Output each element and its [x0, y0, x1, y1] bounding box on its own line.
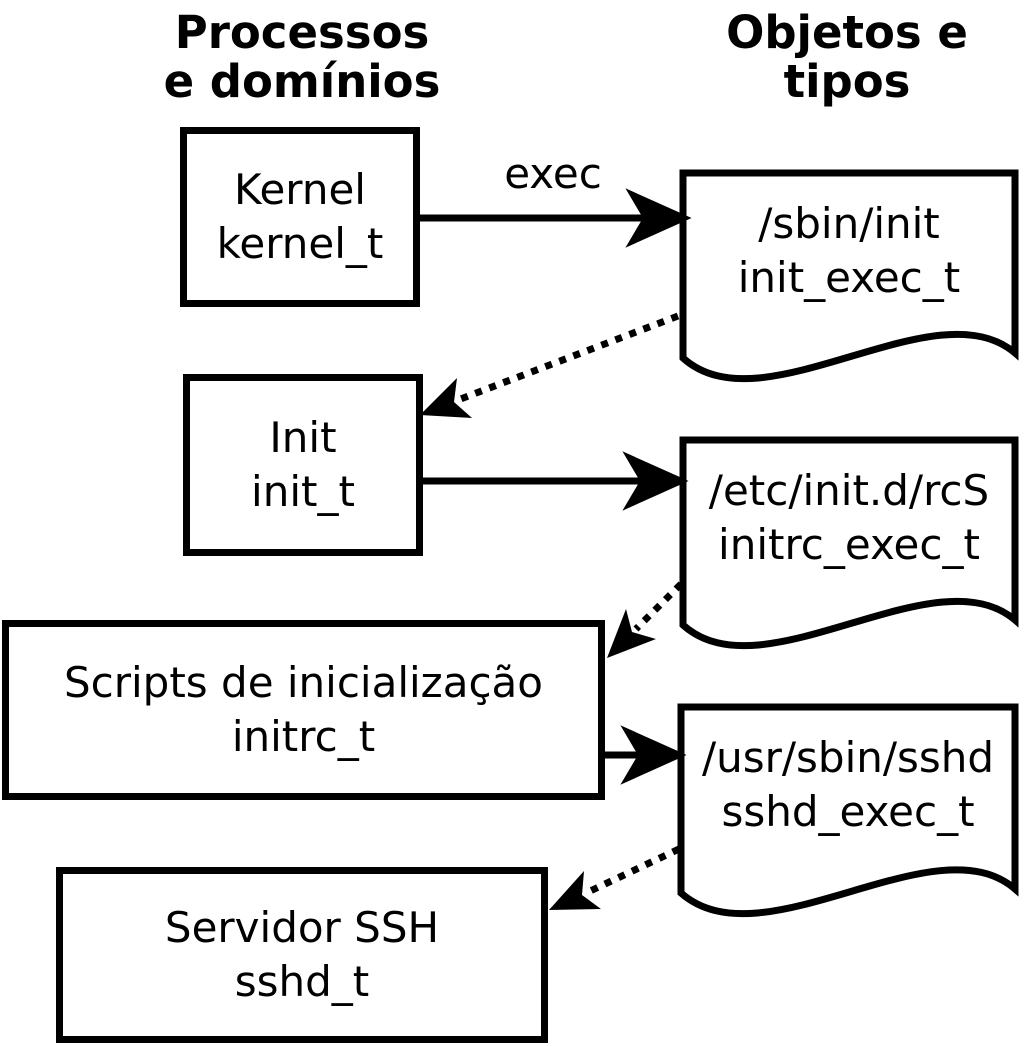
process-label-init: Init init_t: [183, 374, 423, 556]
process-domain: init_t: [251, 467, 355, 516]
object-path: /usr/sbin/sshd: [701, 732, 995, 782]
object-label-usr-sbin-sshd: /usr/sbin/sshd sshd_exec_t: [681, 707, 1015, 862]
process-box-init: [183, 374, 423, 556]
object-path: /sbin/init: [758, 198, 940, 248]
object-doc-usr-sbin-sshd: [677, 703, 1019, 918]
process-box-kernel: [180, 127, 420, 307]
object-path: /etc/init.d/rcS: [708, 465, 990, 515]
exec-arrow-initrc-to-sshd: [605, 725, 687, 785]
object-type: initrc_exec_t: [718, 519, 980, 569]
column-header-objects-line2: tipos: [783, 55, 911, 108]
object-doc-sbin-init: [679, 169, 1019, 382]
process-domain: initrc_t: [231, 712, 376, 761]
process-box-sshd: [56, 867, 548, 1043]
column-header-objects-line1: Objetos e: [726, 6, 968, 59]
object-type: sshd_exec_t: [721, 786, 975, 836]
exec-arrow-kernel-to-init: [420, 188, 692, 248]
process-domain: sshd_t: [234, 957, 370, 1006]
column-header-processes-line1: Processos: [174, 6, 430, 59]
transition-arrow-sshd-exec-to-sshd: [549, 845, 681, 910]
transition-arrow-init-exec-to-init: [420, 312, 680, 418]
process-label-sshd: Servidor SSH sshd_t: [56, 867, 548, 1043]
process-domain: kernel_t: [216, 219, 384, 268]
process-name: Init: [269, 413, 337, 462]
column-header-objects: Objetos e tipos: [687, 4, 1007, 106]
column-header-processes-line2: e domínios: [163, 55, 441, 108]
object-type: init_exec_t: [737, 252, 961, 302]
process-label-kernel: Kernel kernel_t: [180, 127, 420, 307]
column-header-processes: Processos e domínios: [142, 4, 462, 106]
transition-arrow-initrc-exec-to-initrc: [607, 581, 684, 658]
exec-arrow-init-to-rcs: [423, 451, 689, 511]
exec-arrow-label: exec: [504, 149, 602, 198]
process-name: Kernel: [234, 165, 366, 214]
object-label-etc-initd-rcs: /etc/init.d/rcS initrc_exec_t: [683, 440, 1015, 595]
process-name: Scripts de inicialização: [63, 658, 543, 707]
process-label-initrc: Scripts de inicialização initrc_t: [2, 620, 605, 800]
process-box-initrc: [2, 620, 605, 800]
object-doc-etc-initd-rcs: [679, 436, 1019, 649]
process-name: Servidor SSH: [164, 903, 440, 952]
object-label-sbin-init: /sbin/init init_exec_t: [683, 173, 1015, 328]
